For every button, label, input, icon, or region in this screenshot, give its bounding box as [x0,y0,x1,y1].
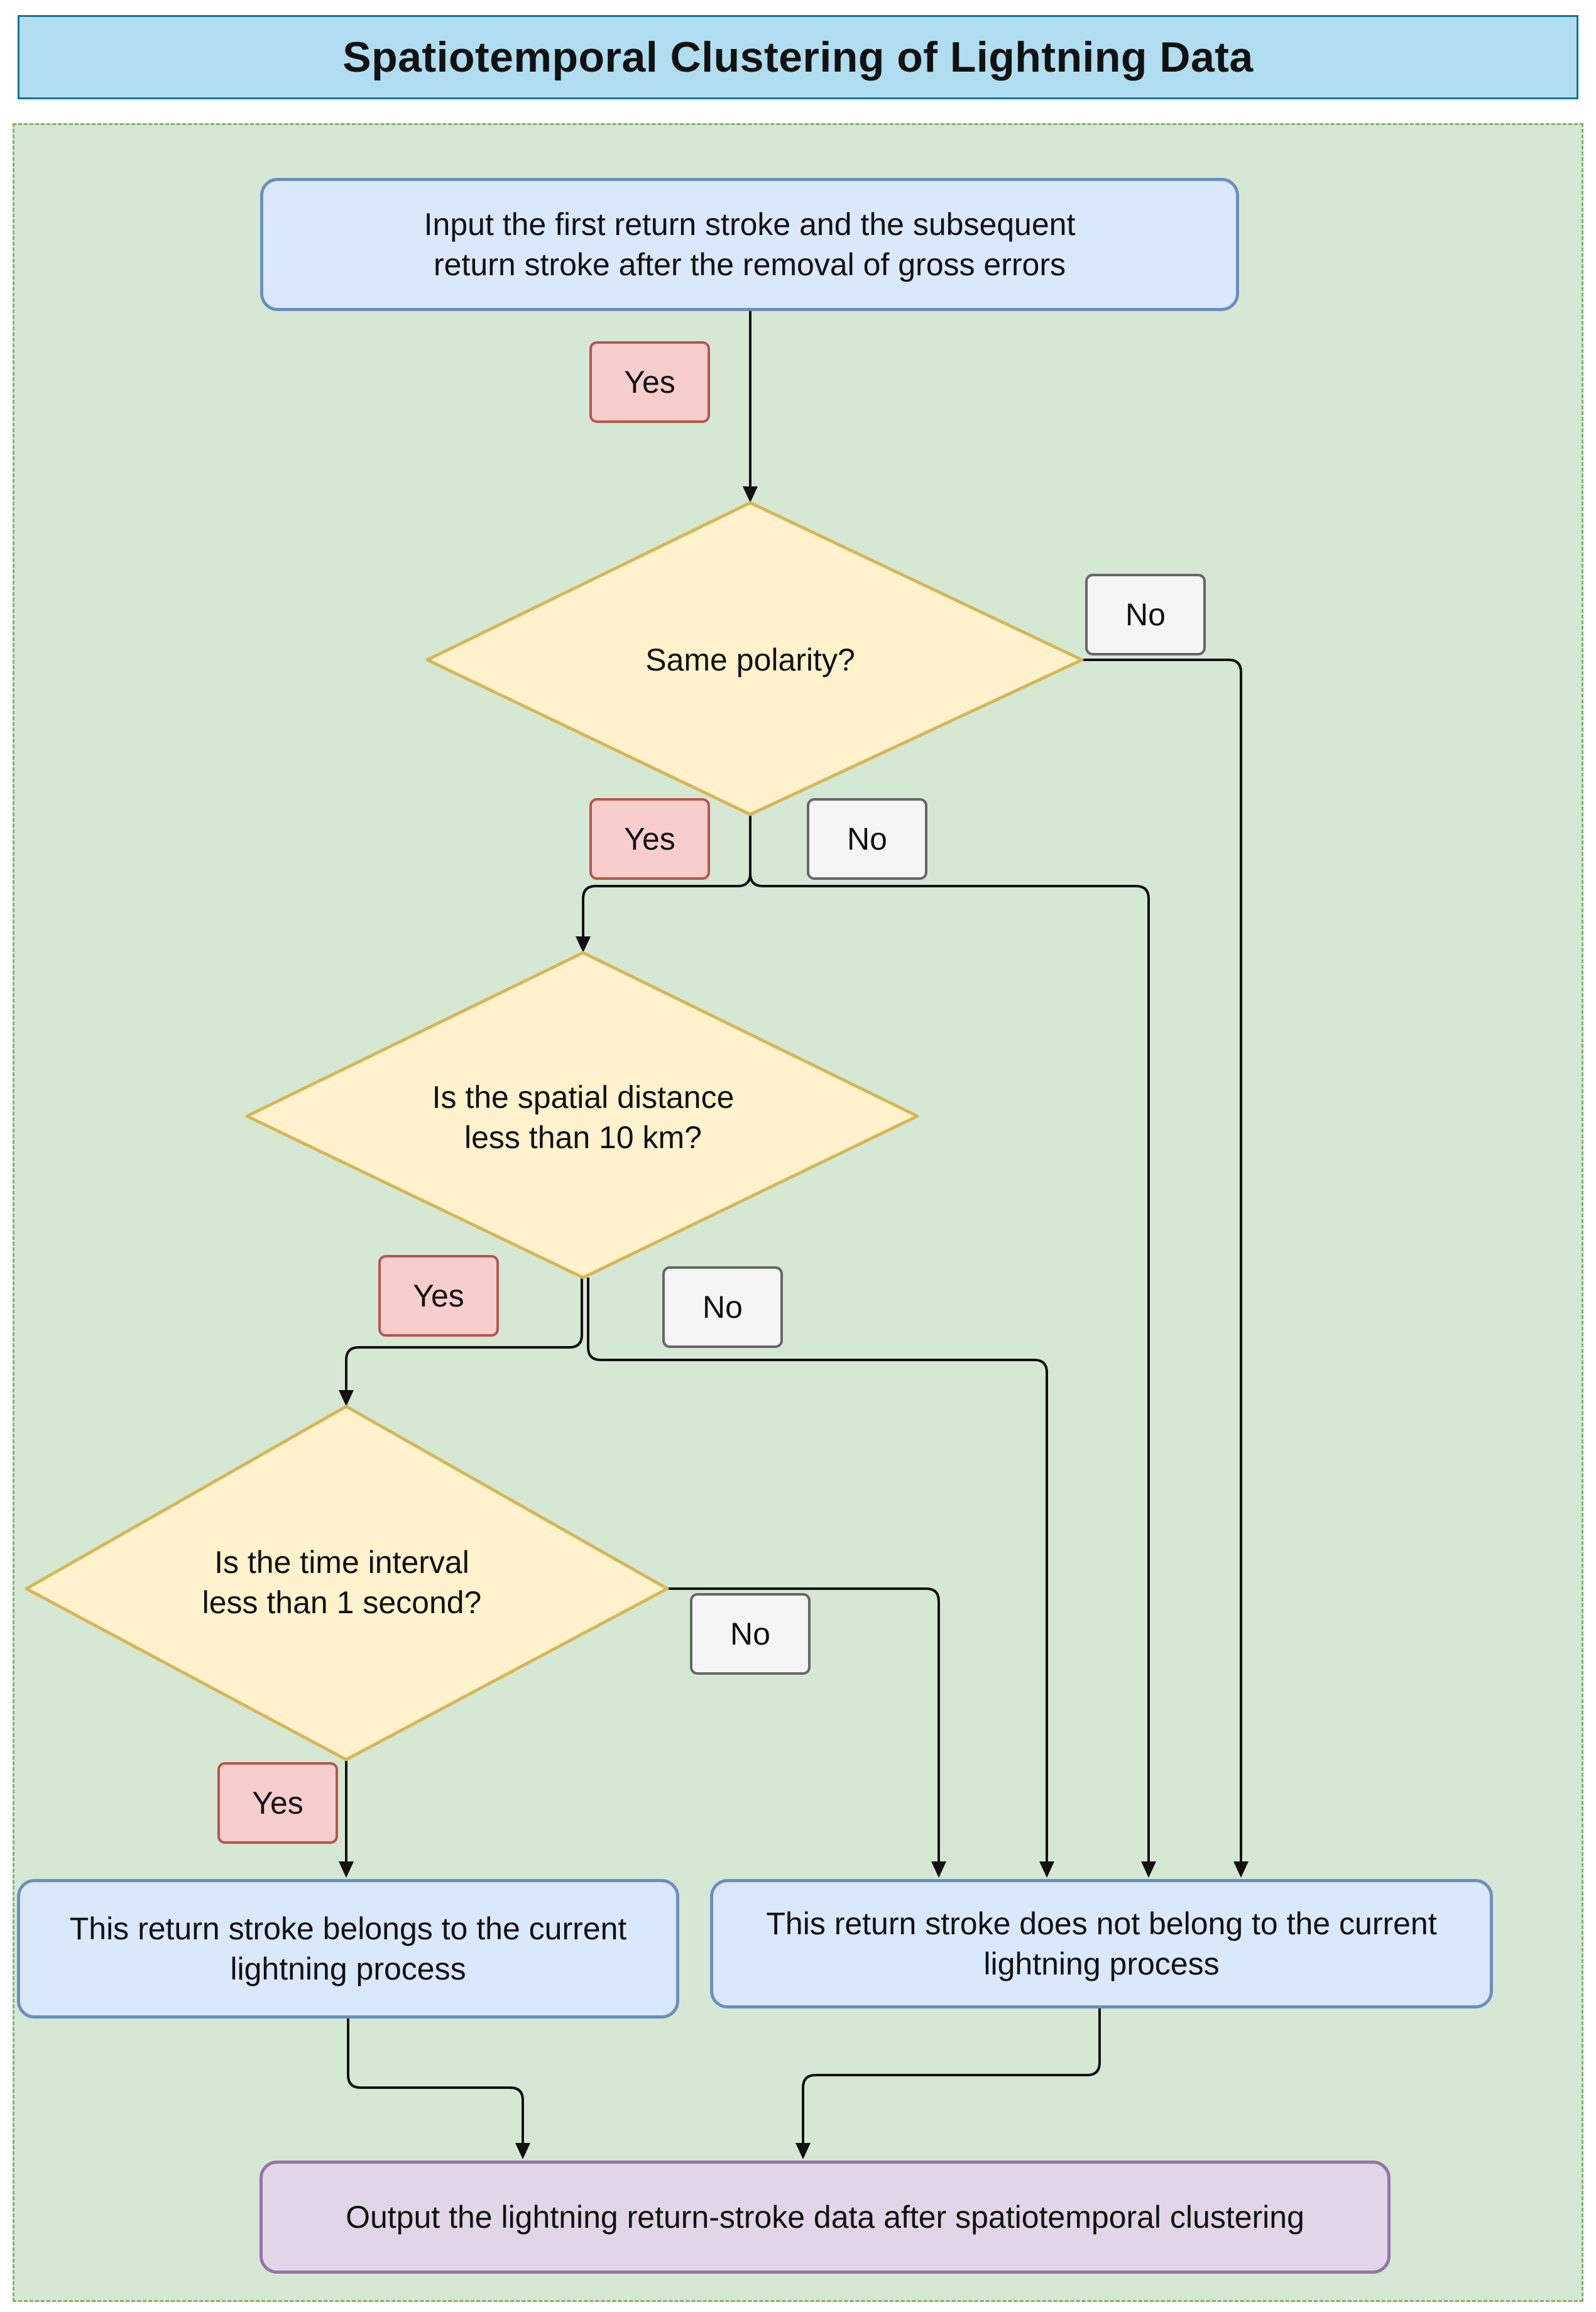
arrowhead [339,1861,354,1878]
arrowhead [576,936,591,953]
edge-polarity-bottom-no [749,814,1150,1871]
arrowhead [515,2143,530,2159]
output-step: Output the lightning return-stroke data … [260,2161,1391,2274]
arrowhead [931,1861,946,1878]
not-belongs-step-text: This return stroke does not belong to th… [766,1906,1437,1981]
yes-label-input: Yes [589,341,710,423]
belongs-step-text: This return stroke belongs to the curren… [69,1911,627,1986]
arrowhead [1039,1861,1054,1878]
edge-distance-no [587,1278,1048,1871]
diagram-title: Spatiotemporal Clustering of Lightning D… [342,33,1254,81]
belongs-step: This return stroke belongs to the curren… [17,1879,679,2019]
no-label-time: No [690,1593,811,1675]
no-label-polarity-bottom: No [807,798,927,880]
title-bar: Spatiotemporal Clustering of Lightning D… [18,15,1578,99]
output-step-text: Output the lightning return-stroke data … [346,2200,1304,2235]
arrowhead [1141,1861,1156,1878]
edge-belongs-to-output [347,2019,524,2153]
edge-polarity-yes [582,814,752,946]
arrowheads [339,486,1249,2159]
not-belongs-step: This return stroke does not belong to th… [710,1879,1493,2008]
arrowhead [743,486,758,503]
yes-label-time: Yes [217,1762,338,1844]
input-step-text: Input the first return stroke and the su… [424,207,1076,282]
decision-time [25,1405,669,1761]
decision-polarity [425,501,1084,816]
arrowhead [1233,1861,1249,1878]
edge-distance-yes [345,1278,583,1400]
yes-label-polarity: Yes [589,798,710,880]
arrowhead [339,1390,354,1406]
no-label-polarity-right: No [1085,574,1206,655]
edge-time-no [667,1587,940,1871]
input-step: Input the first return stroke and the su… [260,178,1239,311]
decision-distance [245,951,919,1279]
edge-not-belongs-to-output [802,2008,1101,2153]
yes-label-distance: Yes [378,1255,499,1337]
arrowhead [795,2143,811,2159]
no-label-distance: No [662,1266,783,1348]
edge-polarity-right-no [1082,659,1242,1871]
